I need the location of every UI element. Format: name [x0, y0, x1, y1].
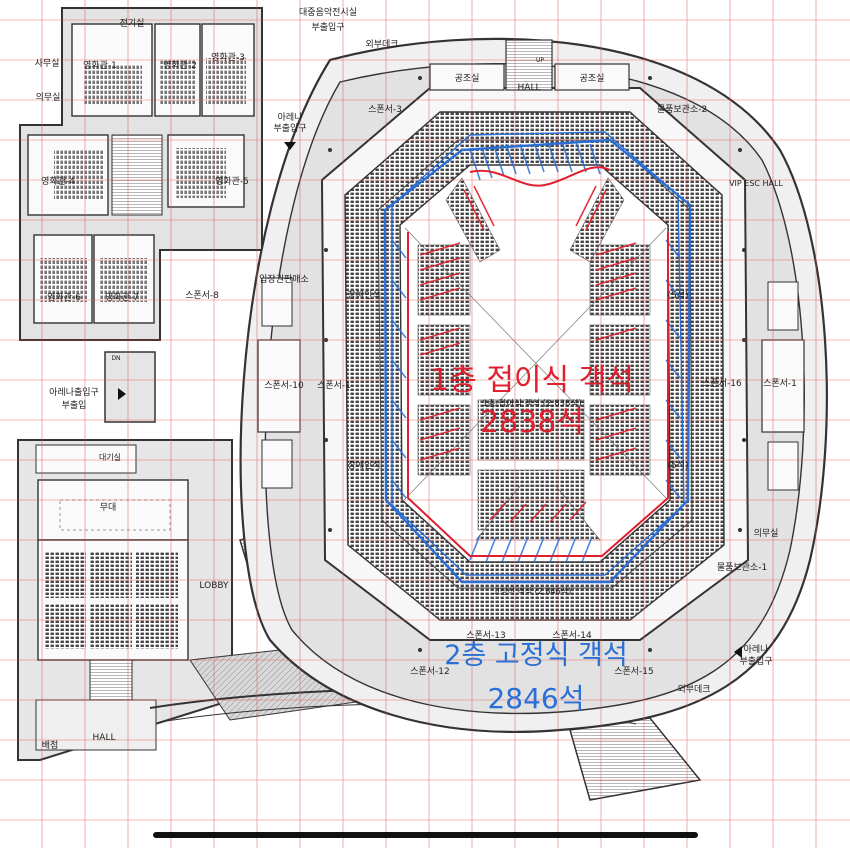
electrical-room-label: 전기실	[120, 18, 145, 29]
catering-label: 배점	[42, 739, 59, 751]
top-entrance-sub-label: 부출입구	[311, 21, 344, 33]
home-indicator[interactable]	[153, 832, 698, 838]
aircon-room-2	[554, 63, 630, 91]
sponsor-13-label: 스폰서-13	[466, 630, 506, 641]
sponsor-15-label: 스폰서-15	[614, 666, 654, 677]
arrow-right-icon	[118, 388, 126, 400]
sponsor-12-label: 스폰서-12	[410, 666, 450, 677]
arena-entrance-left-sub-label: 부출입	[62, 399, 87, 411]
floor1-small-label: 1층 접이식 객석 (2,838석)	[482, 398, 581, 409]
dn-label: DN	[111, 355, 120, 362]
green-room-label: 대기실	[99, 452, 121, 462]
connector-stair	[104, 351, 156, 423]
lobby-label: LOBBY	[199, 581, 229, 591]
outer-deck-bottom-label: 외부데크	[677, 683, 710, 695]
arrow-left-icon	[734, 646, 742, 658]
sponsor-10-label: 스폰서-10	[264, 380, 304, 391]
aircon-2-label: 공조실	[580, 73, 605, 84]
sponsor-8-label: 스폰서-8	[185, 290, 219, 301]
floor-seat-blocks	[417, 177, 651, 541]
aircon-room-1	[429, 63, 505, 91]
ticket-office-label: 입장권판매소	[259, 273, 309, 285]
top-entrance-label: 대중음악전시실	[299, 6, 357, 18]
cinema-2-label: 영화관-2	[163, 60, 197, 71]
arena-entrance-left-label: 아레나출입구	[49, 386, 99, 398]
cinema-6-label: 영화관-6	[47, 292, 81, 303]
stage-label: 무대	[100, 502, 117, 513]
up-label: UP	[536, 57, 544, 64]
storage-right-label: 물품보관소-1	[717, 562, 767, 573]
office-label: 사무실	[35, 58, 60, 69]
accessible-right-top-label: (5석)	[667, 290, 688, 301]
sponsor-14-label: 스폰서-14	[552, 630, 592, 641]
arena	[239, 37, 828, 733]
outer-deck-top-label: 외부데크	[365, 38, 398, 50]
cinema-3-label: 영화관-3	[211, 52, 245, 63]
sponsor-17-label: 스폰서-1	[763, 378, 797, 389]
accessible-right-bottom-label: (5석)	[667, 460, 688, 471]
floor1-title: 1층 접이식 객석	[430, 363, 634, 398]
floor2-scribbles	[391, 141, 681, 563]
medical-label: 의무실	[36, 92, 61, 103]
medical-right-label: 의무실	[754, 528, 779, 539]
floor1-outline	[407, 166, 669, 557]
vip-hall-label: VIP ESC HALL	[729, 179, 783, 188]
cinema-1-label: 영화관-1	[83, 60, 117, 71]
floor2-outline	[383, 131, 692, 584]
floor2-title: 2층 고정식 객석	[444, 640, 627, 671]
floor1-scribbles	[419, 185, 637, 523]
arena-entrance-top-label: 아레나	[278, 112, 303, 123]
hall-bottom-label: HALL	[93, 733, 116, 743]
arena-entrance-right-label: 아레나	[744, 644, 769, 655]
cinema-5-label: 영화관-5	[215, 176, 249, 187]
arena-entrance-right-sub-label: 부출입구	[739, 655, 772, 667]
hall-top-label: HALL	[518, 83, 541, 93]
sponsor-3-label: 스폰서-3	[368, 104, 402, 115]
accessible-bottom-label: 장애인석	[347, 460, 380, 471]
accessible-top-label: 장애인석	[347, 290, 380, 301]
arena-entrance-top-sub-label: 부출입구	[273, 122, 306, 134]
arrow-down-icon	[284, 142, 296, 150]
left-building	[17, 7, 263, 761]
sponsor-11-label: 스폰서-1	[317, 380, 351, 391]
floor2-count: 2846석	[487, 682, 584, 715]
sponsor-16-label: 스폰서-16	[702, 378, 742, 389]
aircon-1-label: 공조실	[455, 73, 480, 84]
floor2-small-label: 고정식 객석 (2,846석)	[493, 586, 571, 596]
cinema-7-label: 영화관-7	[105, 292, 139, 303]
floor1-count: 2838석	[480, 405, 584, 440]
cinema-4-label: 영화관-4	[41, 176, 75, 187]
storage-top-label: 물품보관소-2	[657, 104, 707, 115]
